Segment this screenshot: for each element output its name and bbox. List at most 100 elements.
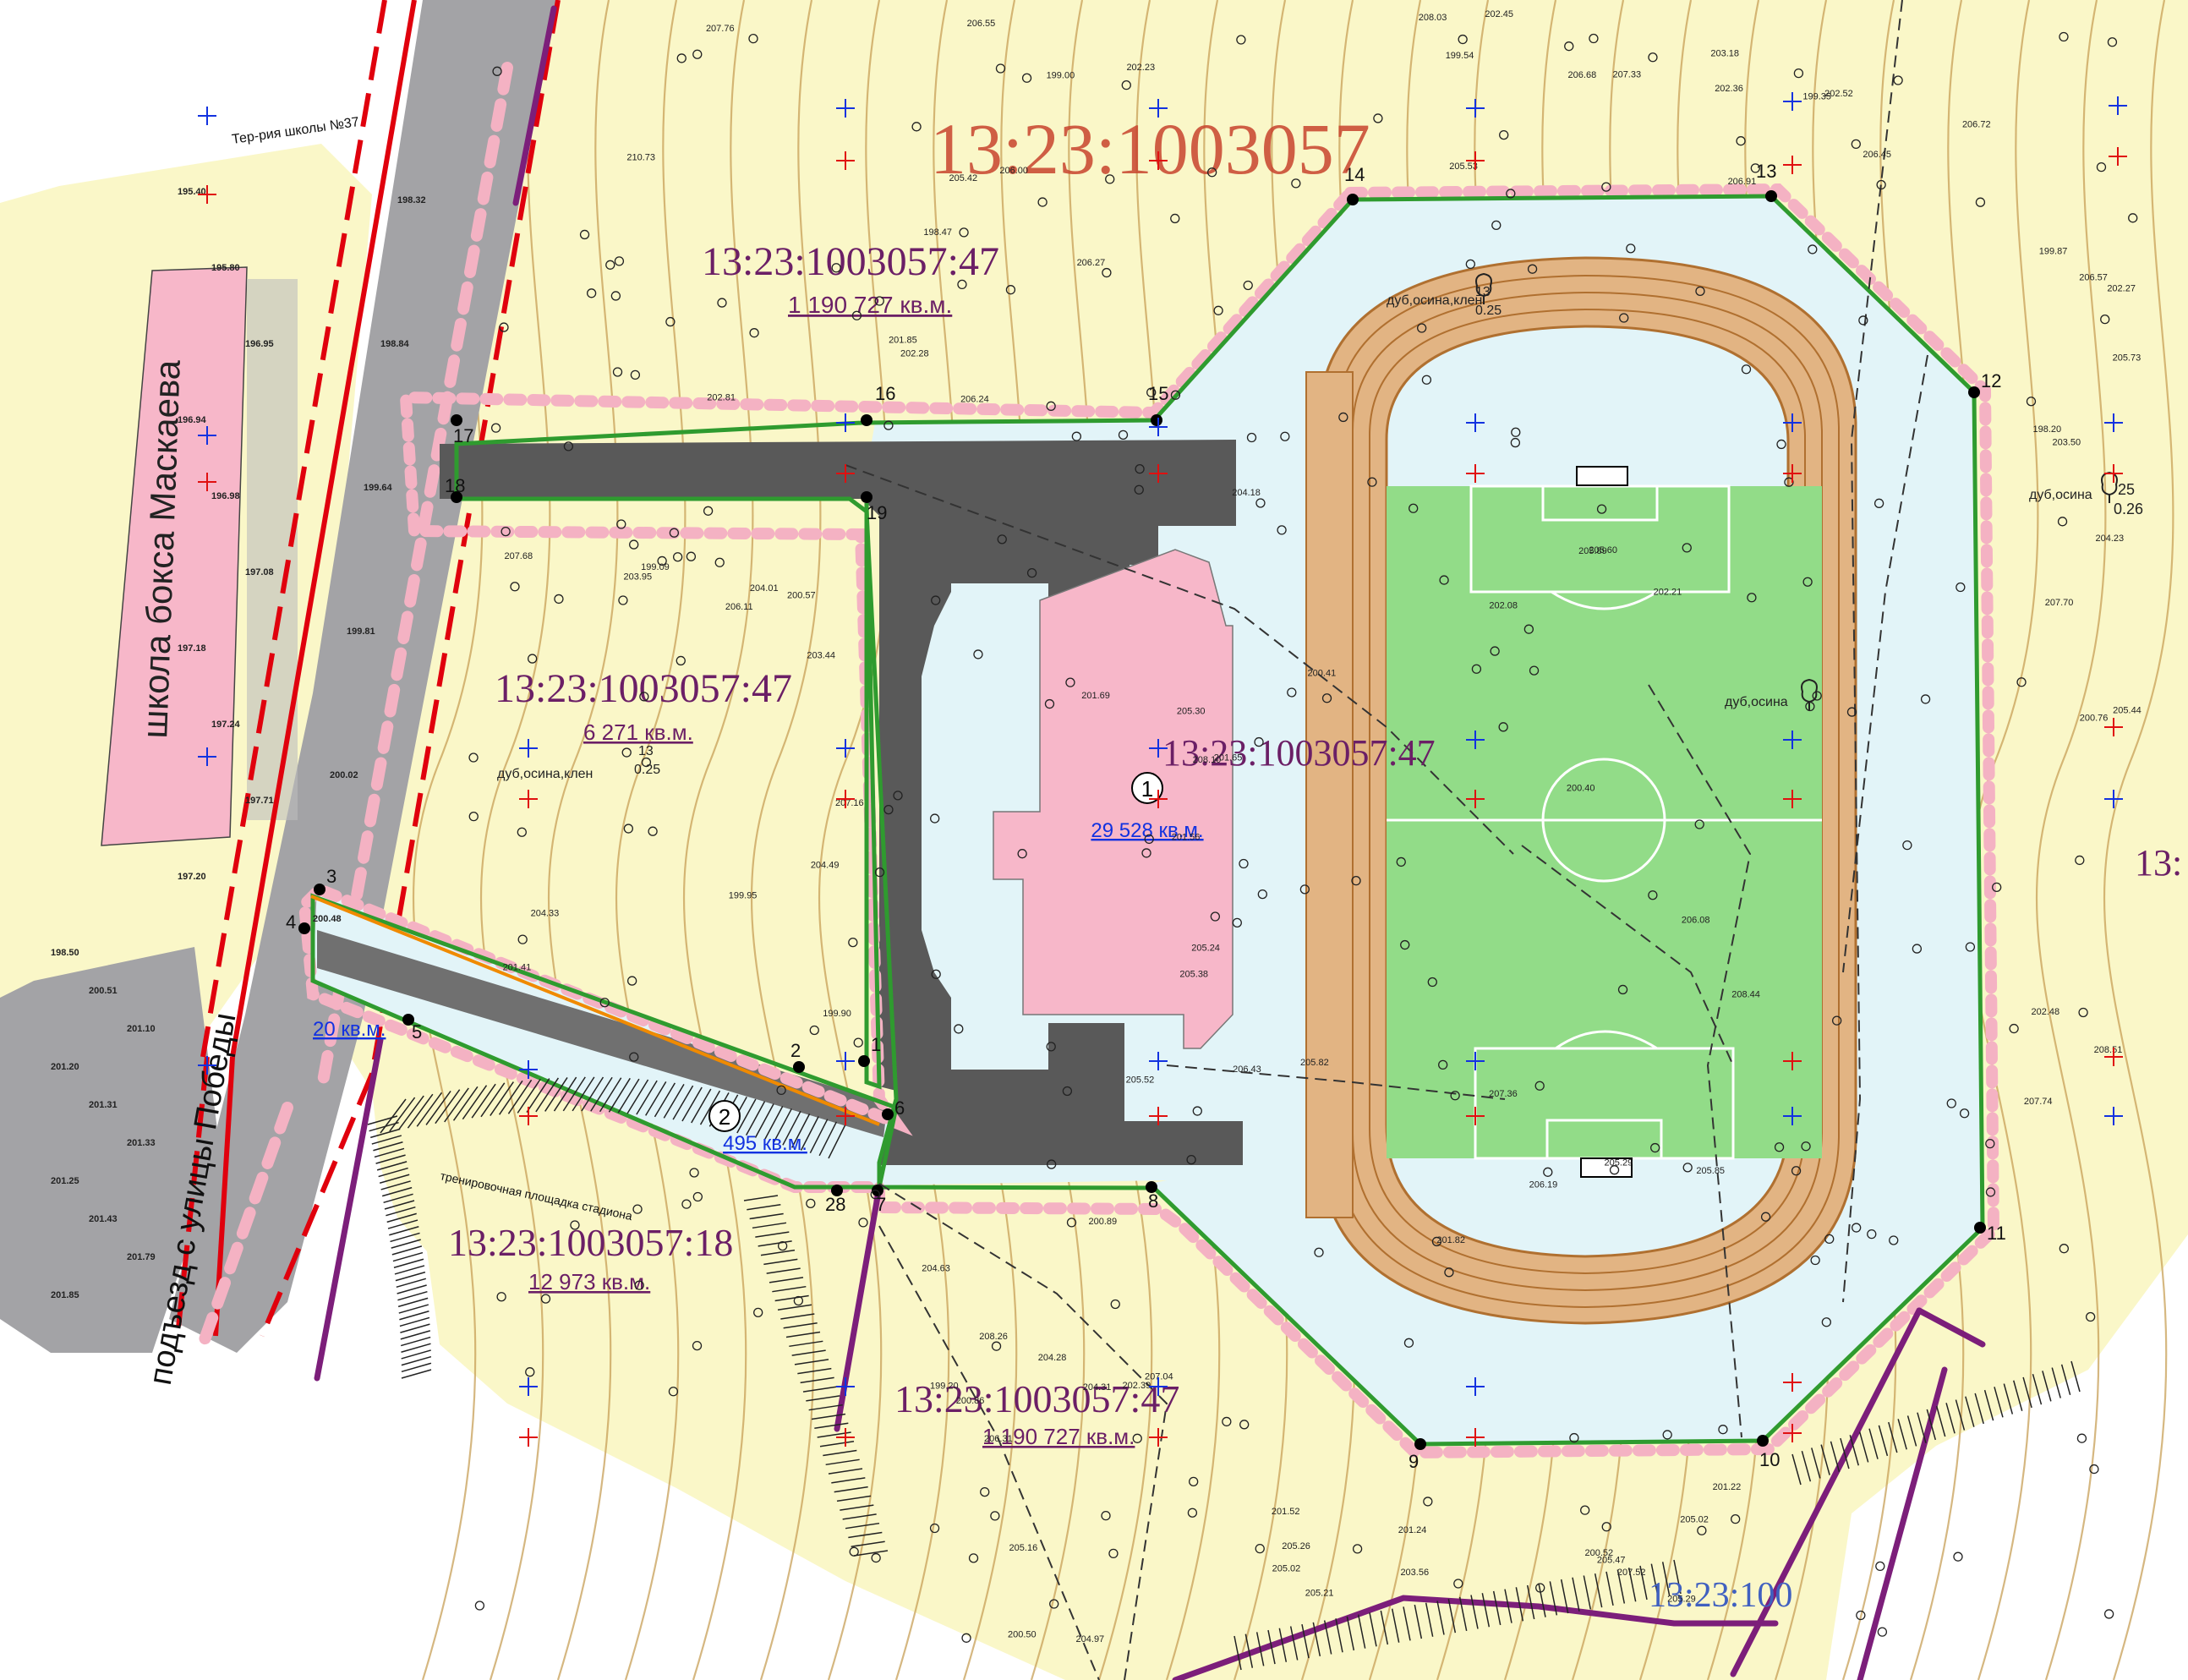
elevation-label: 202.48 [2032,1007,2060,1017]
tree-circle [1236,35,1246,45]
tree-circle [1648,52,1658,63]
hatch-line [1391,1608,1400,1643]
utility-line-4 [1648,684,1752,1438]
red-line-6 [260,1072,375,1338]
vertex-point [861,414,872,426]
hatch-line [1906,1415,1917,1447]
tree-circle [669,528,680,538]
tree-circle [570,1220,580,1230]
hatch-line [1888,1421,1898,1453]
tree-circle [997,534,1007,544]
parcel-east-label: 13:23:1003057:47 [1162,732,1436,774]
hatch-line [2042,1371,2052,1402]
hatch-line [384,1200,415,1210]
hatch-line [1549,1581,1558,1616]
hatch-line [617,1078,640,1114]
hatch-line [553,1076,577,1112]
purple-line-east-1 [1730,1307,1923,1677]
hatch-line [758,1240,792,1247]
tree-circle [672,552,683,562]
tree-circle [1580,1505,1590,1515]
tree-circle [517,827,527,837]
tree-circle [681,1199,692,1209]
tree-circle [1992,882,2002,893]
hatch-line [1955,1399,1966,1431]
hatch-line [471,1083,496,1119]
hatch-line [401,1343,431,1353]
hatch-line [393,1258,424,1268]
hatch-line [387,1219,418,1229]
vertex-label: 11 [1987,1223,2006,1244]
hatch-line [842,1513,877,1520]
tree-circle [1902,840,1912,851]
tree-circle [1506,189,1516,199]
tree-circle [676,53,686,63]
elevation-label: 199.90 [823,1009,851,1019]
tree-circle [851,310,862,320]
elevation-label: 204.28 [1038,1353,1067,1363]
hatch-line [848,1531,883,1539]
tree-circle [1017,849,1027,859]
hatch-line [380,1180,411,1190]
parcel-18-label: 13:23:1003057:18 [448,1221,733,1264]
elevation-label: 202.21 [1654,587,1682,597]
tree-circle [1314,1247,1324,1257]
elevation-label: 201.85 [889,336,917,346]
tree-circle [1760,1212,1771,1222]
purple-lines [314,5,1986,1680]
tree-circle [1134,484,1144,495]
tree-circle [2096,161,2107,172]
elevation-label: 206.27 [1077,258,1106,268]
survey-point-label: 200.02 [330,770,358,780]
hatch-line [2032,1373,2043,1405]
hatch-line [1504,1589,1512,1623]
tree-circle [668,1387,679,1397]
elevation-label: 206.68 [1568,70,1597,80]
hatch-line [480,1082,506,1118]
tree-circle [525,1367,535,1377]
survey-point-label: 201.25 [51,1176,79,1186]
tree-circle [1946,1098,1956,1108]
hatch-line [397,1290,428,1301]
elevation-label: 205.73 [2113,353,2142,363]
survey-point-label: 199.64 [364,483,393,493]
hatch-line [1858,1431,1869,1463]
tree-frac-2b: 0.26 [2114,501,2143,517]
tree-circle [686,551,697,561]
hatch-line [386,1206,416,1217]
elevation-label: 206.11 [725,602,753,612]
hatch-line [1369,1612,1377,1647]
hatch-line [783,1322,818,1329]
elevation-label: 206.55 [967,19,996,29]
vertex-point [1974,1222,1986,1234]
tree-circle [1118,430,1129,441]
hatch-line [743,1195,779,1201]
tree-circle [1589,33,1599,44]
red-line-3 [200,0,387,1058]
hatch-line [1244,1633,1254,1668]
tree-circle [2075,855,2085,866]
survey-point-label: 201.85 [51,1290,79,1300]
tree-circle [1985,1138,1995,1149]
edge-label-right: 13: [2135,842,2182,884]
school-building [101,266,248,846]
elevation-label: 208.51 [2094,1045,2123,1055]
elevation-label: 208.03 [1419,13,1447,23]
tree-circle [496,1292,506,1302]
hatch-line [401,1362,432,1373]
tree-circle [1793,68,1804,79]
hatch-line [1994,1387,2004,1418]
elevation-label: 206.08 [1682,916,1710,926]
tree-circle [911,122,922,132]
elevation-label: 202.39 [1123,1381,1151,1391]
hatch-line [535,1077,560,1113]
parcel-north-label: 13:23:1003057:47 [702,239,999,284]
tree-circle [749,328,759,338]
tree-circle [1373,113,1383,123]
tree-circle [1280,431,1290,441]
hatch-line [1791,1453,1802,1486]
tree-circle [1257,889,1267,900]
elevation-label: 199.00 [1047,71,1075,81]
hatch-line [785,1331,821,1338]
tree-circle [1121,80,1131,90]
